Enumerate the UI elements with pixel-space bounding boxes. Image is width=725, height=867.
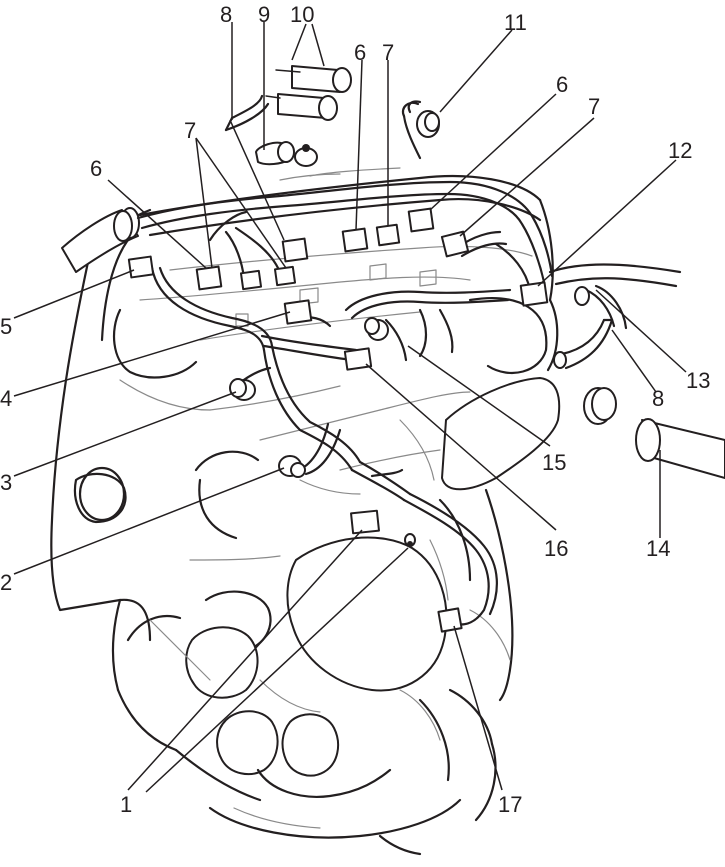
callout-15: 15 <box>542 450 566 475</box>
callout-4: 4 <box>0 386 12 411</box>
callout-6-left: 6 <box>90 156 102 181</box>
callout-7-top: 7 <box>382 40 394 65</box>
callout-8-right: 8 <box>652 386 664 411</box>
callout-6-right: 6 <box>556 72 568 97</box>
callout-16: 16 <box>544 536 568 561</box>
callout-7-left: 7 <box>184 118 196 143</box>
callout-10: 10 <box>290 2 314 27</box>
callout-13: 13 <box>686 368 710 393</box>
engine-block-drawing <box>50 167 561 856</box>
connectors <box>127 207 549 633</box>
hoses-drawing <box>61 65 725 479</box>
callout-8-top: 8 <box>220 2 232 27</box>
callout-7-right: 7 <box>588 94 600 119</box>
callout-1: 1 <box>120 792 132 817</box>
callout-9: 9 <box>258 2 270 27</box>
callout-11: 11 <box>504 10 527 35</box>
hose-10 <box>265 65 352 121</box>
callout-2: 2 <box>0 570 12 595</box>
callout-3: 3 <box>0 470 12 495</box>
callout-14: 14 <box>646 536 670 561</box>
callout-17: 17 <box>498 792 522 817</box>
callout-5: 5 <box>0 314 12 339</box>
callout-numbers: 8 9 10 11 6 7 6 7 7 12 6 5 4 3 2 13 8 14… <box>0 2 710 817</box>
leader-lines <box>13 22 687 793</box>
callout-12: 12 <box>668 138 692 163</box>
callout-6-top: 6 <box>354 40 366 65</box>
